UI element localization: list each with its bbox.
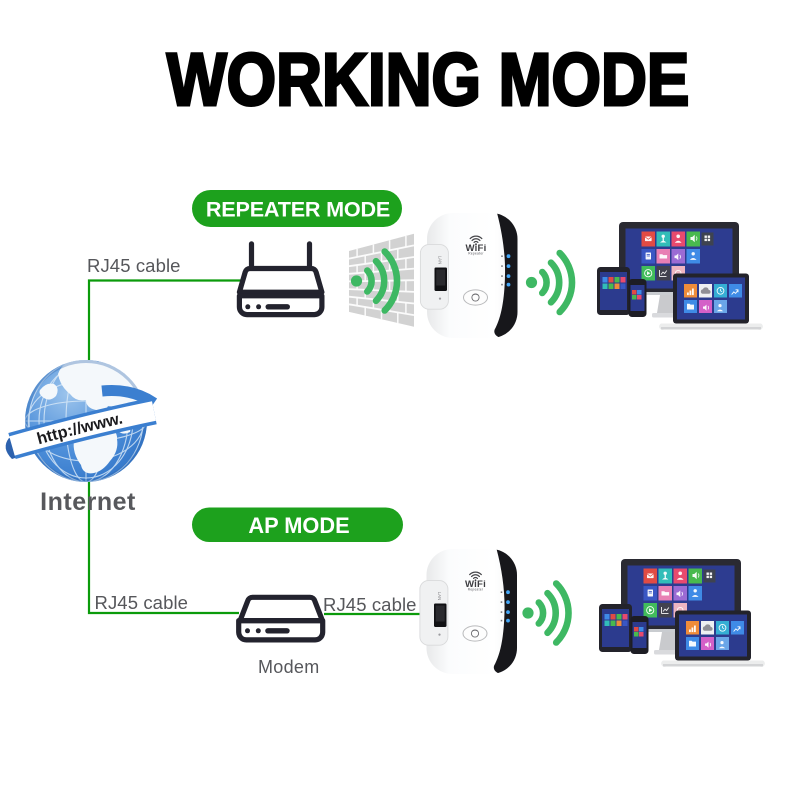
svg-text:RJ45 cable: RJ45 cable <box>323 594 417 615</box>
svg-text:Internet: Internet <box>40 488 136 516</box>
svg-text:RJ45 cable: RJ45 cable <box>87 255 181 276</box>
svg-text:Modem: Modem <box>258 657 320 677</box>
svg-text:RJ45 cable: RJ45 cable <box>95 592 189 613</box>
svg-text:REPEATER MODE: REPEATER MODE <box>206 197 390 222</box>
svg-text:AP MODE: AP MODE <box>248 513 349 538</box>
